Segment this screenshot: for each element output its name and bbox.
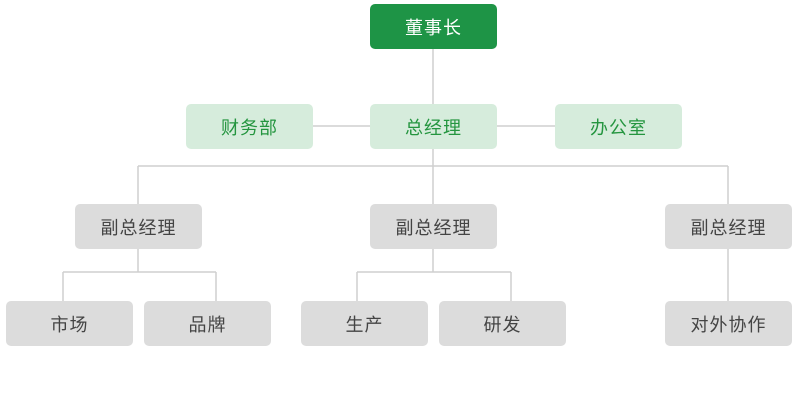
node-label: 财务部	[221, 117, 278, 139]
node-deputy-2: 副总经理	[370, 204, 497, 249]
node-label: 董事长	[405, 17, 462, 39]
node-rnd: 研发	[439, 301, 566, 346]
node-label: 研发	[483, 314, 522, 336]
node-label: 品牌	[188, 314, 227, 336]
node-deputy-1: 副总经理	[75, 204, 202, 249]
node-finance: 财务部	[186, 104, 313, 149]
node-label: 对外协作	[690, 314, 767, 336]
node-general-manager: 总经理	[370, 104, 497, 149]
node-label: 总经理	[405, 117, 462, 139]
node-label: 副总经理	[690, 217, 767, 239]
node-brand: 品牌	[144, 301, 271, 346]
node-market: 市场	[6, 301, 133, 346]
node-external-collaboration: 对外协作	[665, 301, 792, 346]
node-production: 生产	[301, 301, 428, 346]
node-label: 副总经理	[100, 217, 177, 239]
node-label: 生产	[345, 314, 384, 336]
node-deputy-3: 副总经理	[665, 204, 792, 249]
node-label: 市场	[50, 314, 89, 336]
node-office: 办公室	[555, 104, 682, 149]
node-label: 副总经理	[395, 217, 472, 239]
node-chairman: 董事长	[370, 4, 497, 49]
node-label: 办公室	[590, 117, 647, 139]
